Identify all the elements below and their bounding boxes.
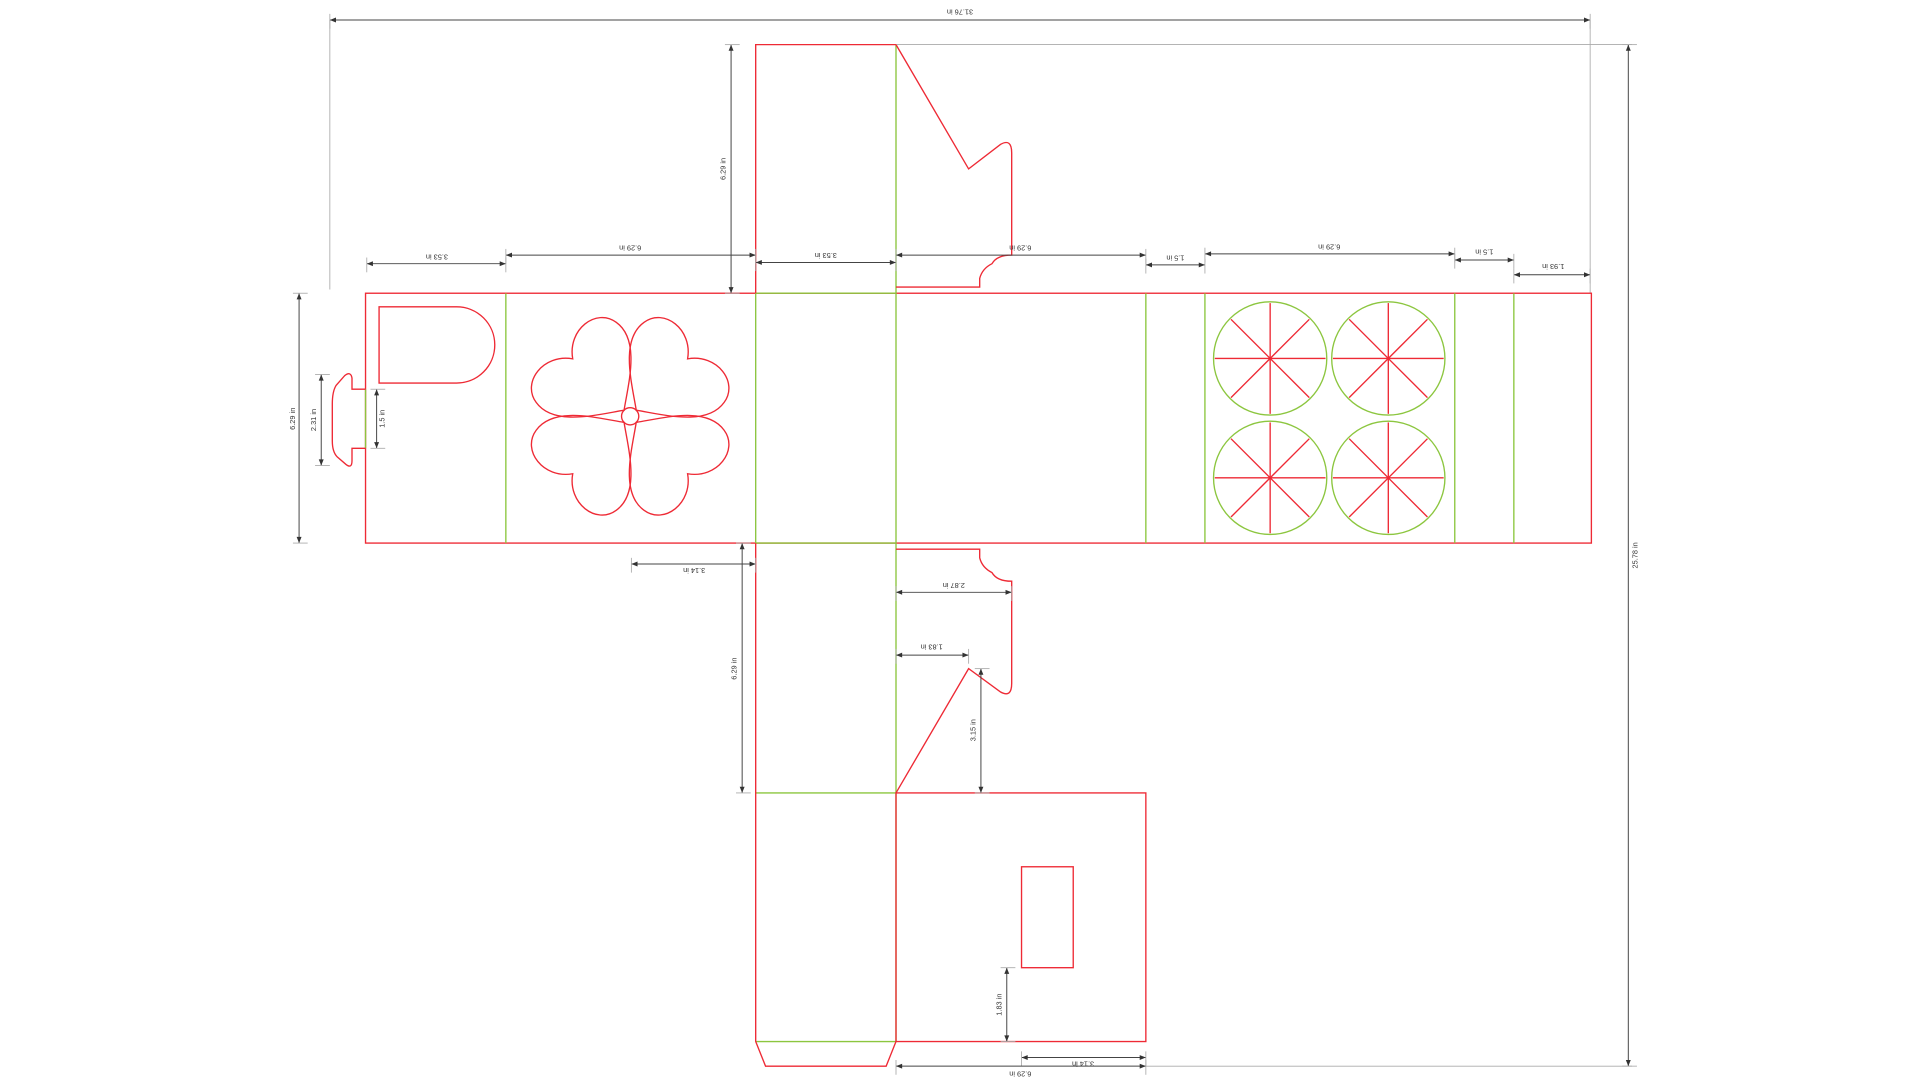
dimension: 25.78 in: [1622, 44, 1640, 1067]
dimension-label: 6.29 in: [719, 158, 728, 180]
dimension-label: 6.29 in: [1009, 244, 1031, 253]
dimension: 3.15 in: [968, 668, 990, 794]
dimension-label: 6.29 in: [730, 658, 739, 680]
dimension-label: 3.53 in: [426, 252, 448, 261]
cut-spoke: [1230, 438, 1310, 518]
dimension: 1.5 in: [370, 388, 387, 449]
dimension-label: 1.83 in: [994, 994, 1003, 1016]
extension-lines: [329, 20, 1632, 1067]
arrowhead: [1145, 262, 1205, 268]
dimension-label: 1.5 in: [1166, 254, 1184, 263]
top-panel: [755, 43, 896, 294]
dimension-label: 1.5 in: [378, 410, 387, 428]
dimension: 1.5 in: [1454, 247, 1515, 269]
perforated-circle: [1212, 301, 1328, 416]
circle-perforations: [1212, 301, 1446, 536]
dimension-label: 1.83 in: [921, 643, 943, 652]
dimension: 6.29 in: [895, 1060, 1147, 1079]
lower-left-edge: [755, 543, 897, 1067]
dimension: 3.53 in: [755, 251, 897, 272]
dimension-label: 1.5 in: [1475, 247, 1493, 256]
dimension: 1.93 in: [1513, 262, 1591, 284]
dimension-label: 6.29 in: [288, 408, 297, 430]
arrowhead: [374, 389, 380, 449]
heart-cutout: [530, 414, 632, 516]
top-dust-flap: [895, 44, 1013, 288]
main-panel-band: [364, 292, 1593, 544]
heart-cutout: [628, 414, 730, 516]
circle-outline: [1331, 420, 1446, 536]
clover-window: [530, 316, 730, 516]
dimension: 6.29 in: [730, 542, 751, 794]
dimension: 6.29 in: [288, 292, 308, 544]
dimension: 6.29 in: [1204, 243, 1456, 263]
dieline: [331, 43, 1593, 1067]
heart-cutout: [530, 316, 632, 418]
dimension-label: 6.29 in: [1009, 1070, 1031, 1079]
dimension: 1.83 in: [994, 967, 1016, 1042]
dimension: 1.5 in: [1145, 254, 1206, 274]
dimension-label: 1.93 in: [1542, 262, 1564, 271]
dimension-label: 3.15 in: [968, 719, 977, 741]
dimension-label: 6.29 in: [619, 244, 641, 253]
bottom-panel: [895, 792, 1147, 1043]
cut-spoke: [1348, 438, 1428, 518]
circle-outline: [1331, 301, 1446, 416]
dimension-label: 3.53 in: [815, 251, 837, 260]
arrowhead: [1454, 257, 1514, 263]
rectangle-window: [1020, 866, 1074, 969]
cut-spoke: [1230, 318, 1310, 399]
circle-outline: [1212, 420, 1328, 536]
dimension-label: 25.78 in: [1631, 542, 1640, 568]
dimension: 3.14 in: [630, 557, 757, 575]
dimension-label: 2.87 in: [943, 581, 965, 590]
dimension: 1.83 in: [895, 643, 970, 664]
dimension-label: 31.76 in: [947, 7, 973, 16]
dimension-label: 6.29 in: [1318, 243, 1340, 252]
perforated-circle: [1331, 301, 1446, 416]
dimension-label: 3.14 in: [683, 566, 705, 575]
dimension: 6.29 in: [505, 244, 757, 264]
dimension: 6.29 in: [719, 44, 740, 294]
dimension: 6.29 in: [895, 244, 1147, 264]
dimension-label: 3.14 in: [1072, 1060, 1094, 1069]
heart-cutout: [628, 316, 730, 418]
dimension: 2.87 in: [895, 581, 1013, 601]
dimension: 2.31 in: [309, 374, 330, 466]
cut-spoke: [1348, 318, 1428, 399]
clover-center-hole: [620, 407, 640, 426]
d-shape-window: [378, 306, 496, 384]
dimension: 3.53 in: [366, 252, 507, 273]
dimension: 31.76 in: [329, 7, 1591, 29]
dimension-annotations: 31.76 in 25.78 in 6.29 in 3.53 in 6.29 in 3.5…: [288, 7, 1640, 1078]
perforated-circle: [1331, 420, 1446, 536]
bottom-dust-flap: [895, 548, 1013, 794]
dimension-label: 2.31 in: [309, 409, 318, 431]
fold-lines: [364, 44, 1515, 1043]
dimension: 3.14 in: [1021, 1051, 1147, 1069]
side-tab: [331, 373, 366, 467]
perforated-circle: [1212, 420, 1328, 536]
circle-outline: [1212, 301, 1328, 416]
